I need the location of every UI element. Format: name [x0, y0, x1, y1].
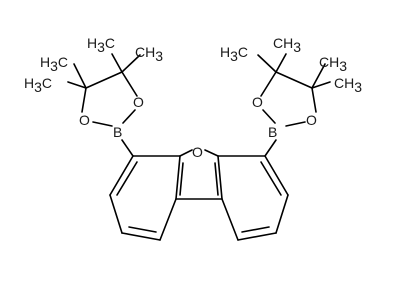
methyl-left-top-inner: H3C	[87, 35, 115, 55]
bond	[121, 139, 134, 157]
bond	[275, 194, 289, 234]
methyl-right-side-upper: CH3	[319, 54, 347, 74]
atom-labels: O B B O O O O H3C CH3 H3C H3C H3C CH3 CH…	[24, 35, 362, 160]
bond-double	[241, 226, 270, 233]
bond	[67, 81, 87, 89]
bond	[121, 232, 161, 241]
bond	[109, 194, 123, 234]
methyl-left-side-upper: H3C	[40, 54, 68, 74]
bonds	[67, 53, 331, 241]
atom-oxygen-furan: O	[192, 144, 203, 160]
bond	[73, 63, 87, 89]
bond	[311, 63, 326, 89]
atom-boron-left: B	[113, 124, 122, 140]
bond	[179, 149, 193, 157]
bond-double	[260, 161, 282, 196]
bond	[264, 155, 289, 196]
bond	[122, 109, 136, 124]
bond-double	[179, 162, 184, 196]
bond	[121, 54, 141, 73]
bond	[204, 149, 219, 157]
bond	[311, 81, 331, 89]
bond	[311, 87, 317, 113]
bond	[237, 232, 277, 241]
methyl-right-top-inner: CH3	[273, 35, 301, 55]
bond	[121, 71, 138, 97]
bond-double	[128, 226, 157, 233]
bond	[260, 71, 277, 97]
methyl-left-side-lower: H3C	[24, 75, 52, 95]
atom-oxygen-right-upper: O	[252, 94, 263, 110]
bond	[217, 155, 223, 200]
bond	[109, 155, 134, 196]
bond-double	[116, 161, 138, 196]
atom-oxygen-left-upper: O	[133, 94, 144, 110]
atom-oxygen-left-lower: O	[79, 112, 90, 128]
bond	[85, 71, 123, 89]
bond	[257, 54, 277, 73]
methyl-left-top-outer: CH3	[135, 44, 163, 64]
bond	[285, 121, 306, 127]
bond	[221, 198, 239, 241]
bond	[262, 109, 276, 124]
bond	[92, 121, 113, 127]
atom-oxygen-right-lower: O	[306, 112, 317, 128]
bond	[81, 87, 87, 113]
bond	[275, 53, 287, 73]
atom-boron-right: B	[268, 124, 277, 140]
bond	[175, 155, 181, 200]
bond	[111, 53, 123, 73]
bond	[264, 139, 277, 157]
bond	[159, 198, 177, 241]
bond-double	[214, 162, 219, 196]
methyl-right-top-outer: H3C	[220, 44, 248, 64]
methyl-right-side-lower: CH3	[334, 75, 362, 95]
bond	[275, 71, 313, 89]
